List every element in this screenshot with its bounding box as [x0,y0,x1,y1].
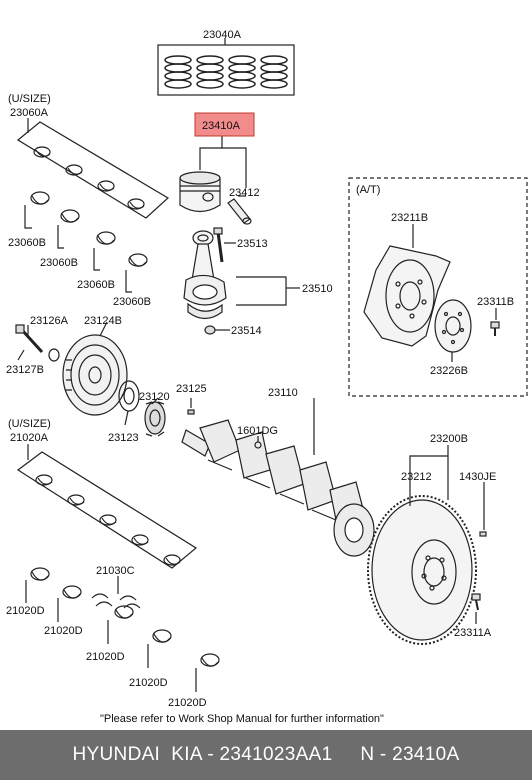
label-23311B: 23311B [477,296,514,308]
crankshaft-icon [181,419,375,557]
label-23412: 23412 [229,187,260,199]
label-23123: 23123 [108,432,139,444]
piston-ring-set-box [157,44,295,96]
label-23514: 23514 [231,325,262,337]
label-21030C: 21030C [96,565,135,577]
label-23040A: 23040A [203,29,242,41]
label-23127B: 23127B [6,364,44,376]
driveplate-bolt-icon [490,321,500,336]
flywheel-bolt-icon [471,593,481,611]
sprocket-icon [144,401,166,437]
label-23120: 23120 [139,391,170,403]
label-23510: 23510 [302,283,333,295]
label-21020D-3: 21020D [86,651,125,663]
label-23110: 23110 [268,387,298,399]
piston-icon [179,171,221,213]
label-usize-1: (U/SIZE) [8,93,51,105]
rod-nut-icon [204,325,216,335]
label-at: (A/T) [356,184,380,196]
label-usize-2: (U/SIZE) [8,418,51,430]
main-bearing-set-box [16,451,198,569]
workshop-manual-note: "Please refer to Work Shop Manual for fu… [100,713,384,725]
label-21020D-1: 21020D [6,605,45,617]
thrust-bearing-icon [91,593,141,609]
label-23200B: 23200B [430,433,468,445]
connecting-rod-icon [183,230,227,320]
label-23060A: 23060A [10,107,49,119]
label-23513: 23513 [237,238,268,250]
rod-bolt-icon [213,227,224,263]
label-23060B-4: 23060B [113,296,151,308]
bearing-shells-icon [30,191,148,267]
key-icon [187,409,195,415]
crank-pulley-icon [62,334,128,416]
highlighted-part-box [194,112,255,137]
bearing-set-box [16,121,170,219]
washer-icon [48,348,60,362]
label-23124B: 23124B [84,315,122,327]
label-23060B-2: 23060B [40,257,78,269]
dowel-pin-icon [479,531,487,537]
label-21020D-4: 21020D [129,677,168,689]
label-23060B-3: 23060B [77,279,115,291]
driveplate-icon [363,245,451,347]
label-23311A: 23311A [454,627,492,639]
label-23060B-1: 23060B [8,237,46,249]
label-23212: 23212 [401,471,432,483]
main-bearing-shells-icon [30,567,220,667]
label-1601DG: 1601DG [237,425,278,437]
label-23226B: 23226B [430,365,468,377]
spacer-ring-icon [118,380,140,412]
exploded-parts-diagram: 23040A 23410A (U/SIZE) 23060A 23412 2351… [6,29,528,725]
part-number-footer: HYUNDAI KIA - 2341023AA1 N - 23410A [0,730,532,780]
label-1430JE: 1430JE [459,471,496,483]
piston-rings-icon [164,55,288,89]
plug-icon [254,441,262,449]
label-23410A[interactable]: 23410A [202,120,241,132]
label-23126A: 23126A [30,315,69,327]
label-23125: 23125 [176,383,207,395]
adapter-plate-icon [434,299,472,353]
at-box [348,177,528,397]
label-21020D-2: 21020D [44,625,83,637]
piston-pin-icon [227,198,252,225]
label-21020A: 21020A [10,432,49,444]
footer-text: HYUNDAI KIA - 2341023AA1 N - 23410A [72,744,460,765]
label-21020D-5: 21020D [168,697,207,709]
flywheel-icon [367,495,477,645]
pulley-bolt-icon [15,324,44,354]
label-23211B: 23211B [391,212,428,224]
